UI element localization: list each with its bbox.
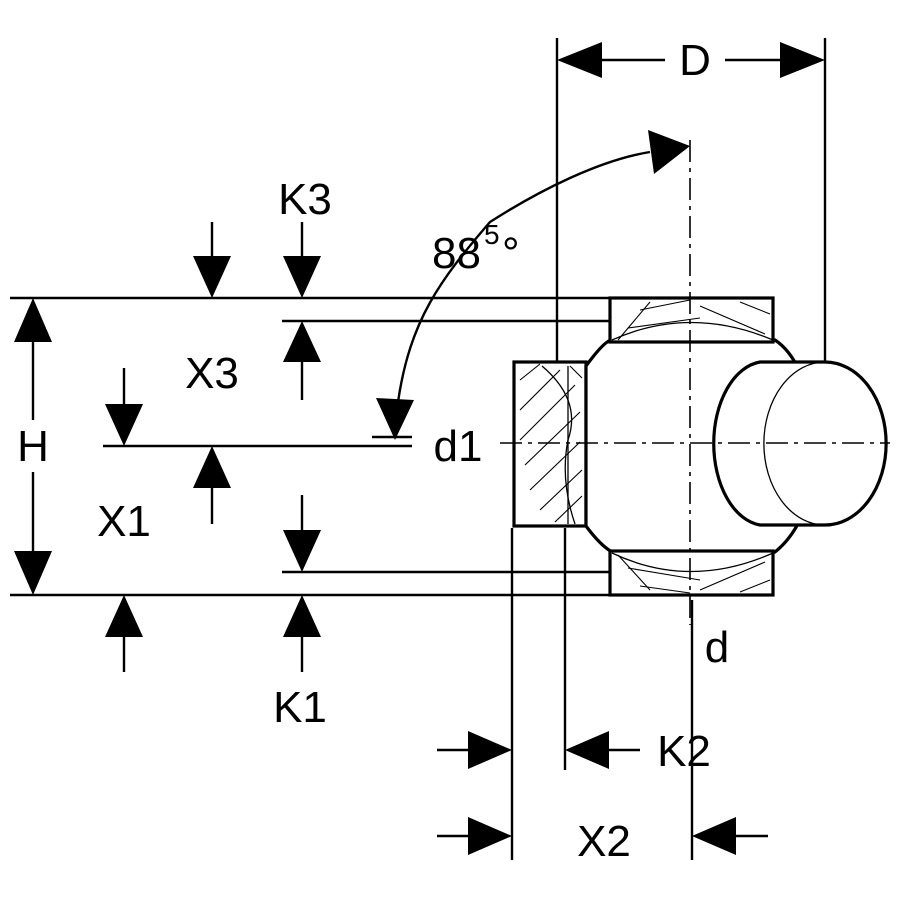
fitting-body — [512, 296, 888, 597]
dimension-x2-arrows — [437, 817, 768, 855]
dimension-x3-arrow — [283, 321, 321, 400]
dimension-k2-arrows — [437, 731, 640, 769]
label-angle-unit: ° — [502, 229, 520, 278]
labels: D K3 88 5 ° H X3 X1 d1 d K1 K2 X2 — [17, 36, 729, 866]
label-d1: d1 — [434, 422, 483, 471]
dimension-h-arrows — [14, 298, 52, 595]
label-d-width: D — [679, 36, 711, 85]
label-angle-value: 88 — [432, 229, 481, 278]
dimension-k1-arrows — [105, 495, 321, 672]
label-k1: K1 — [273, 683, 327, 732]
label-x2: X2 — [577, 817, 631, 866]
label-angle-fraction: 5 — [484, 219, 500, 250]
label-d: d — [705, 623, 729, 672]
label-k2: K2 — [657, 727, 711, 776]
label-h: H — [17, 422, 49, 471]
label-x1: X1 — [97, 497, 151, 546]
center-lines — [500, 140, 890, 625]
dimension-x1-arrows — [105, 368, 231, 524]
extension-lines — [10, 38, 827, 860]
dimension-d-arrows — [557, 42, 825, 78]
dimension-k3-arrows — [193, 222, 321, 298]
label-x3: X3 — [185, 349, 239, 398]
angle-arc — [376, 130, 690, 440]
label-k3: K3 — [278, 175, 332, 224]
